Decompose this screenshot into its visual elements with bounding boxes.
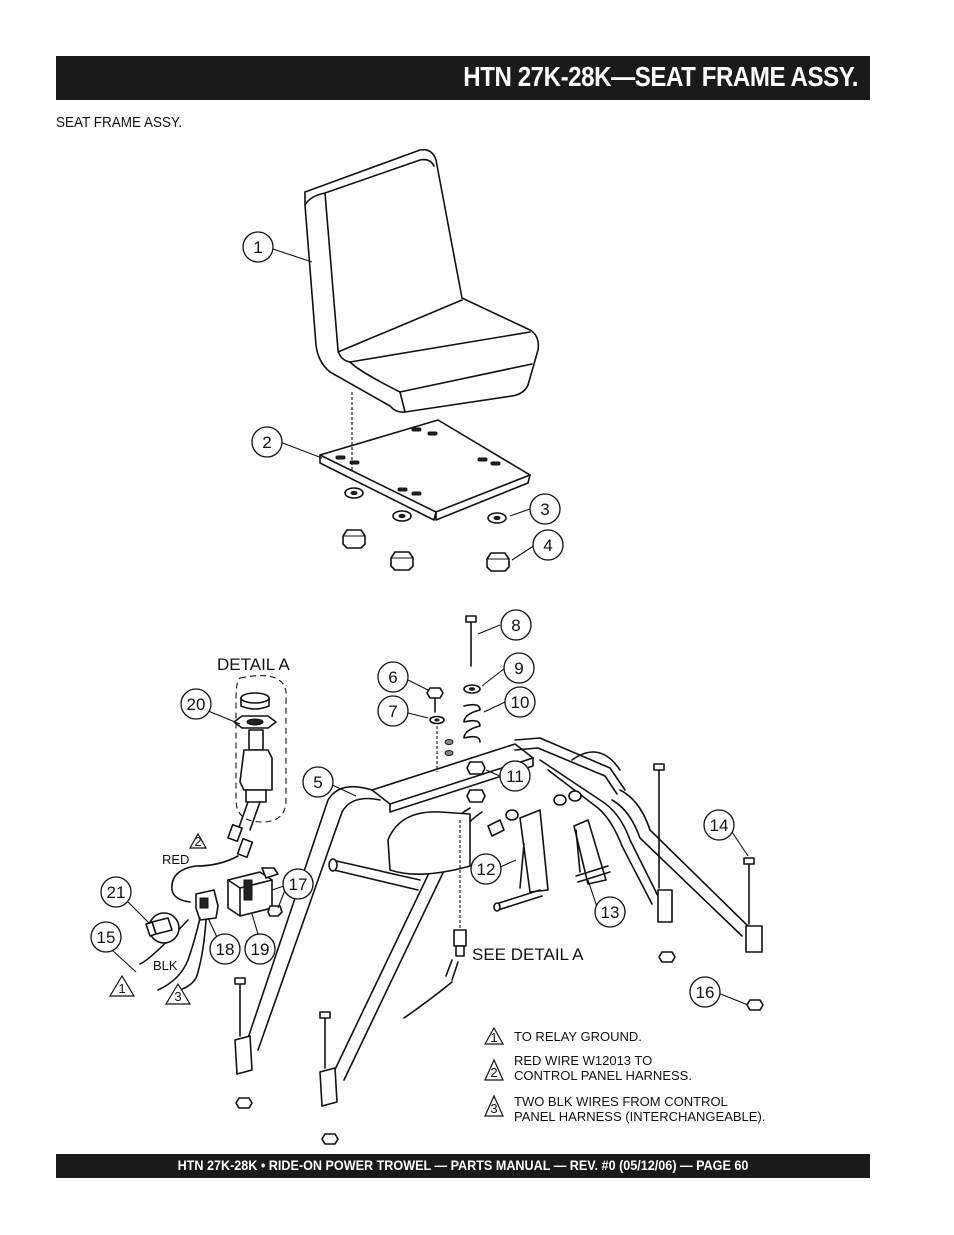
callout-21-text: 21	[107, 883, 126, 902]
note-1: 1 TO RELAY GROUND.	[483, 1026, 642, 1045]
leader-lines	[111, 247, 749, 1006]
callout-7-text: 7	[388, 702, 397, 721]
diagram-note-marker-1: 1	[108, 974, 136, 997]
callout-12: 12	[470, 853, 502, 885]
blk-wire-label: BLK	[153, 958, 178, 973]
callout-6-text: 6	[388, 668, 397, 687]
note-2-line-1: RED WIRE W12013 TO	[514, 1053, 652, 1068]
callout-19-text: 19	[251, 940, 270, 959]
callout-9: 9	[503, 652, 535, 684]
clevis-pins	[493, 829, 611, 912]
callout-18: 18	[209, 933, 241, 965]
callout-20-text: 20	[187, 695, 206, 714]
callout-21: 21	[100, 876, 132, 908]
callout-1: 1	[242, 231, 274, 263]
callout-11: 11	[499, 760, 531, 792]
callout-20: 20	[180, 688, 212, 720]
long-bolts	[234, 763, 764, 1145]
callout-18-text: 18	[216, 940, 235, 959]
callout-16-text: 16	[696, 983, 715, 1002]
callout-17-text: 17	[289, 875, 308, 894]
note-1-line-1: TO RELAY GROUND.	[514, 1029, 642, 1044]
callout-5-text: 5	[313, 773, 322, 792]
note-2-marker: 2	[490, 1065, 497, 1080]
note-3-line-2: PANEL HARNESS (INTERCHANGEABLE).	[514, 1109, 765, 1124]
callout-8: 8	[500, 609, 532, 641]
callout-12-text: 12	[477, 860, 496, 879]
title-bar: HTN 27K-28K—SEAT FRAME ASSY.	[56, 56, 870, 100]
callout-2: 2	[251, 426, 283, 458]
callout-15-text: 15	[97, 928, 116, 947]
spring-assembly	[463, 615, 486, 803]
note-3: 3 TWO BLK WIRES FROM CONTROL PANEL HARNE…	[484, 1094, 765, 1124]
lock-nuts	[342, 529, 510, 572]
callout-13: 13	[594, 896, 626, 928]
callout-2-text: 2	[262, 433, 271, 452]
callout-5: 5	[302, 766, 334, 798]
diagram-note-marker-2-text: 2	[194, 834, 201, 849]
diagram-note-marker-1-text: 1	[118, 981, 125, 996]
diagram-note-marker-3: 3	[164, 982, 192, 1005]
note-1-marker: 1	[490, 1030, 497, 1045]
red-wire-label: RED	[162, 852, 189, 867]
callout-3: 3	[529, 493, 561, 525]
callout-4: 4	[532, 529, 564, 561]
seat-mounting-plate	[319, 419, 531, 521]
seat-switch	[403, 820, 467, 1019]
callout-14-text: 14	[710, 816, 729, 835]
callout-15: 15	[90, 921, 122, 953]
callout-17: 17	[282, 868, 314, 900]
callout-14: 14	[703, 809, 735, 841]
diagram-note-marker-3-text: 3	[174, 989, 181, 1004]
seat-frame	[234, 737, 763, 1107]
detail-a-label: DETAIL A	[217, 655, 290, 674]
seat-cushion	[304, 148, 540, 413]
note-2-line-2: CONTROL PANEL HARNESS.	[514, 1068, 692, 1083]
diagram-note-marker-2: 2	[188, 832, 208, 849]
callout-10: 10	[504, 686, 536, 718]
callout-10-text: 10	[511, 693, 530, 712]
hex-bolt-and-washer	[426, 687, 454, 772]
note-2: 2 RED WIRE W12013 TO CONTROL PANEL HARNE…	[484, 1053, 692, 1083]
callout-4-text: 4	[543, 536, 552, 555]
callout-1-text: 1	[253, 238, 262, 257]
page-title: HTN 27K-28K—SEAT FRAME ASSY.	[463, 61, 858, 92]
callout-7: 7	[377, 695, 409, 727]
callout-16: 16	[689, 976, 721, 1008]
note-3-line-1: TWO BLK WIRES FROM CONTROL	[514, 1094, 728, 1109]
detail-a	[227, 675, 287, 859]
callout-13-text: 13	[601, 903, 620, 922]
section-subtitle: SEAT FRAME ASSY.	[56, 114, 183, 131]
callout-6: 6	[377, 661, 409, 693]
wiring	[139, 855, 239, 991]
ground-connector	[145, 912, 180, 944]
note-3-marker: 3	[490, 1101, 497, 1116]
flat-washers	[344, 487, 507, 524]
callout-3-text: 3	[540, 500, 549, 519]
callout-8-text: 8	[511, 616, 520, 635]
callout-19: 19	[244, 933, 276, 965]
footer-bar: HTN 27K-28K • RIDE-ON POWER TROWEL — PAR…	[56, 1154, 870, 1178]
see-detail-a-label: SEE DETAIL A	[472, 945, 584, 964]
notes-legend: 1 TO RELAY GROUND. 2 RED WIRE W12013 TO …	[483, 1026, 765, 1124]
callout-9-text: 9	[514, 659, 523, 678]
callout-11-text: 11	[506, 767, 524, 786]
footer-text: HTN 27K-28K • RIDE-ON POWER TROWEL — PAR…	[177, 1157, 749, 1173]
relay-assembly	[195, 867, 291, 921]
